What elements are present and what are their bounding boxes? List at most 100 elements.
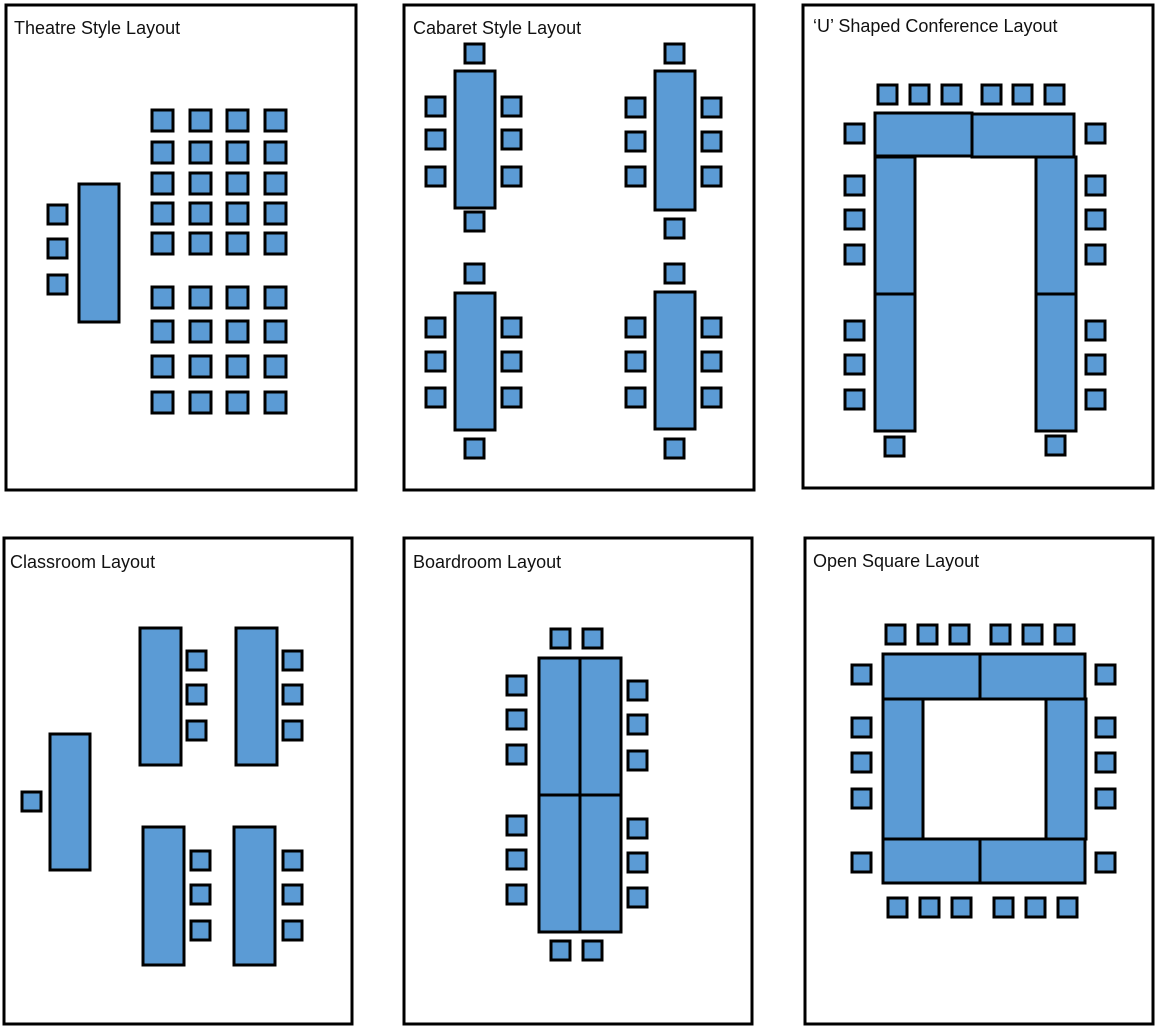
chair — [843, 319, 866, 342]
chair — [843, 208, 866, 231]
tables — [873, 111, 1078, 433]
chair — [700, 96, 723, 119]
chair — [188, 354, 213, 379]
table — [978, 837, 1087, 885]
chair — [549, 627, 572, 650]
chair — [663, 437, 686, 460]
chair — [700, 386, 723, 409]
chair — [225, 390, 250, 415]
chair — [46, 237, 69, 260]
chair — [263, 108, 288, 133]
chair — [663, 217, 686, 240]
tables — [453, 69, 697, 432]
chair — [281, 849, 304, 872]
chair — [626, 817, 649, 840]
chair — [624, 130, 647, 153]
table — [537, 656, 582, 797]
chair — [188, 140, 213, 165]
chair — [463, 42, 486, 65]
table — [232, 825, 277, 967]
table — [141, 825, 186, 967]
chair — [500, 316, 523, 339]
chair — [624, 386, 647, 409]
chair — [46, 203, 69, 226]
chair — [843, 174, 866, 197]
chair — [424, 128, 447, 151]
table — [873, 155, 917, 296]
table — [138, 626, 183, 767]
chairs — [46, 203, 69, 296]
chair — [843, 353, 866, 376]
chairs — [424, 42, 723, 460]
panel-frame — [803, 536, 1155, 1026]
panel-classroom: Classroom Layout — [2, 536, 354, 1026]
table — [453, 69, 497, 210]
chair — [500, 95, 523, 118]
chair — [1094, 751, 1117, 774]
chair — [850, 787, 873, 810]
chair — [940, 83, 963, 106]
chair — [188, 390, 213, 415]
chair — [505, 883, 528, 906]
audience-chairs — [150, 108, 288, 415]
chair — [884, 623, 907, 646]
table — [1034, 292, 1078, 433]
chair — [505, 708, 528, 731]
table — [578, 793, 623, 934]
chair — [700, 316, 723, 339]
table — [48, 732, 92, 872]
chair — [950, 896, 973, 919]
chair — [1094, 716, 1117, 739]
chair — [663, 262, 686, 285]
chair — [20, 790, 43, 813]
chair — [500, 128, 523, 151]
chair — [185, 683, 208, 706]
chair — [549, 939, 572, 962]
chair — [225, 285, 250, 310]
chair — [188, 201, 213, 226]
chair — [876, 83, 899, 106]
chair — [46, 273, 69, 296]
chair — [189, 919, 212, 942]
table — [970, 112, 1076, 159]
chair — [505, 674, 528, 697]
chair — [624, 350, 647, 373]
chair — [424, 165, 447, 188]
chair — [281, 919, 304, 942]
chair — [1056, 896, 1079, 919]
tables — [77, 182, 121, 324]
panel-open-square: Open Square Layout — [803, 536, 1155, 1026]
chairs — [843, 83, 1107, 458]
chair — [1084, 122, 1107, 145]
chair — [1021, 623, 1044, 646]
table — [1034, 155, 1078, 296]
chair — [424, 350, 447, 373]
panel-title: Theatre Style Layout — [14, 18, 180, 38]
chair — [188, 231, 213, 256]
table — [537, 793, 582, 934]
chair — [581, 627, 604, 650]
chair — [918, 896, 941, 919]
chair — [424, 386, 447, 409]
chair — [624, 165, 647, 188]
chair — [626, 679, 649, 702]
chair — [700, 350, 723, 373]
chair — [188, 171, 213, 196]
chair — [424, 95, 447, 118]
chair — [843, 122, 866, 145]
chair — [225, 231, 250, 256]
panel-theatre: Theatre Style Layout — [4, 3, 358, 492]
chair — [850, 716, 873, 739]
chair — [150, 319, 175, 344]
table — [881, 652, 982, 701]
table — [1044, 697, 1088, 841]
chair — [263, 201, 288, 226]
chair — [463, 437, 486, 460]
chair — [663, 42, 686, 65]
chair — [1084, 319, 1107, 342]
chair — [948, 623, 971, 646]
chair — [916, 623, 939, 646]
panel-u-shaped: ‘U’ Shaped Conference Layout — [801, 3, 1155, 490]
chair — [505, 743, 528, 766]
chair — [424, 316, 447, 339]
